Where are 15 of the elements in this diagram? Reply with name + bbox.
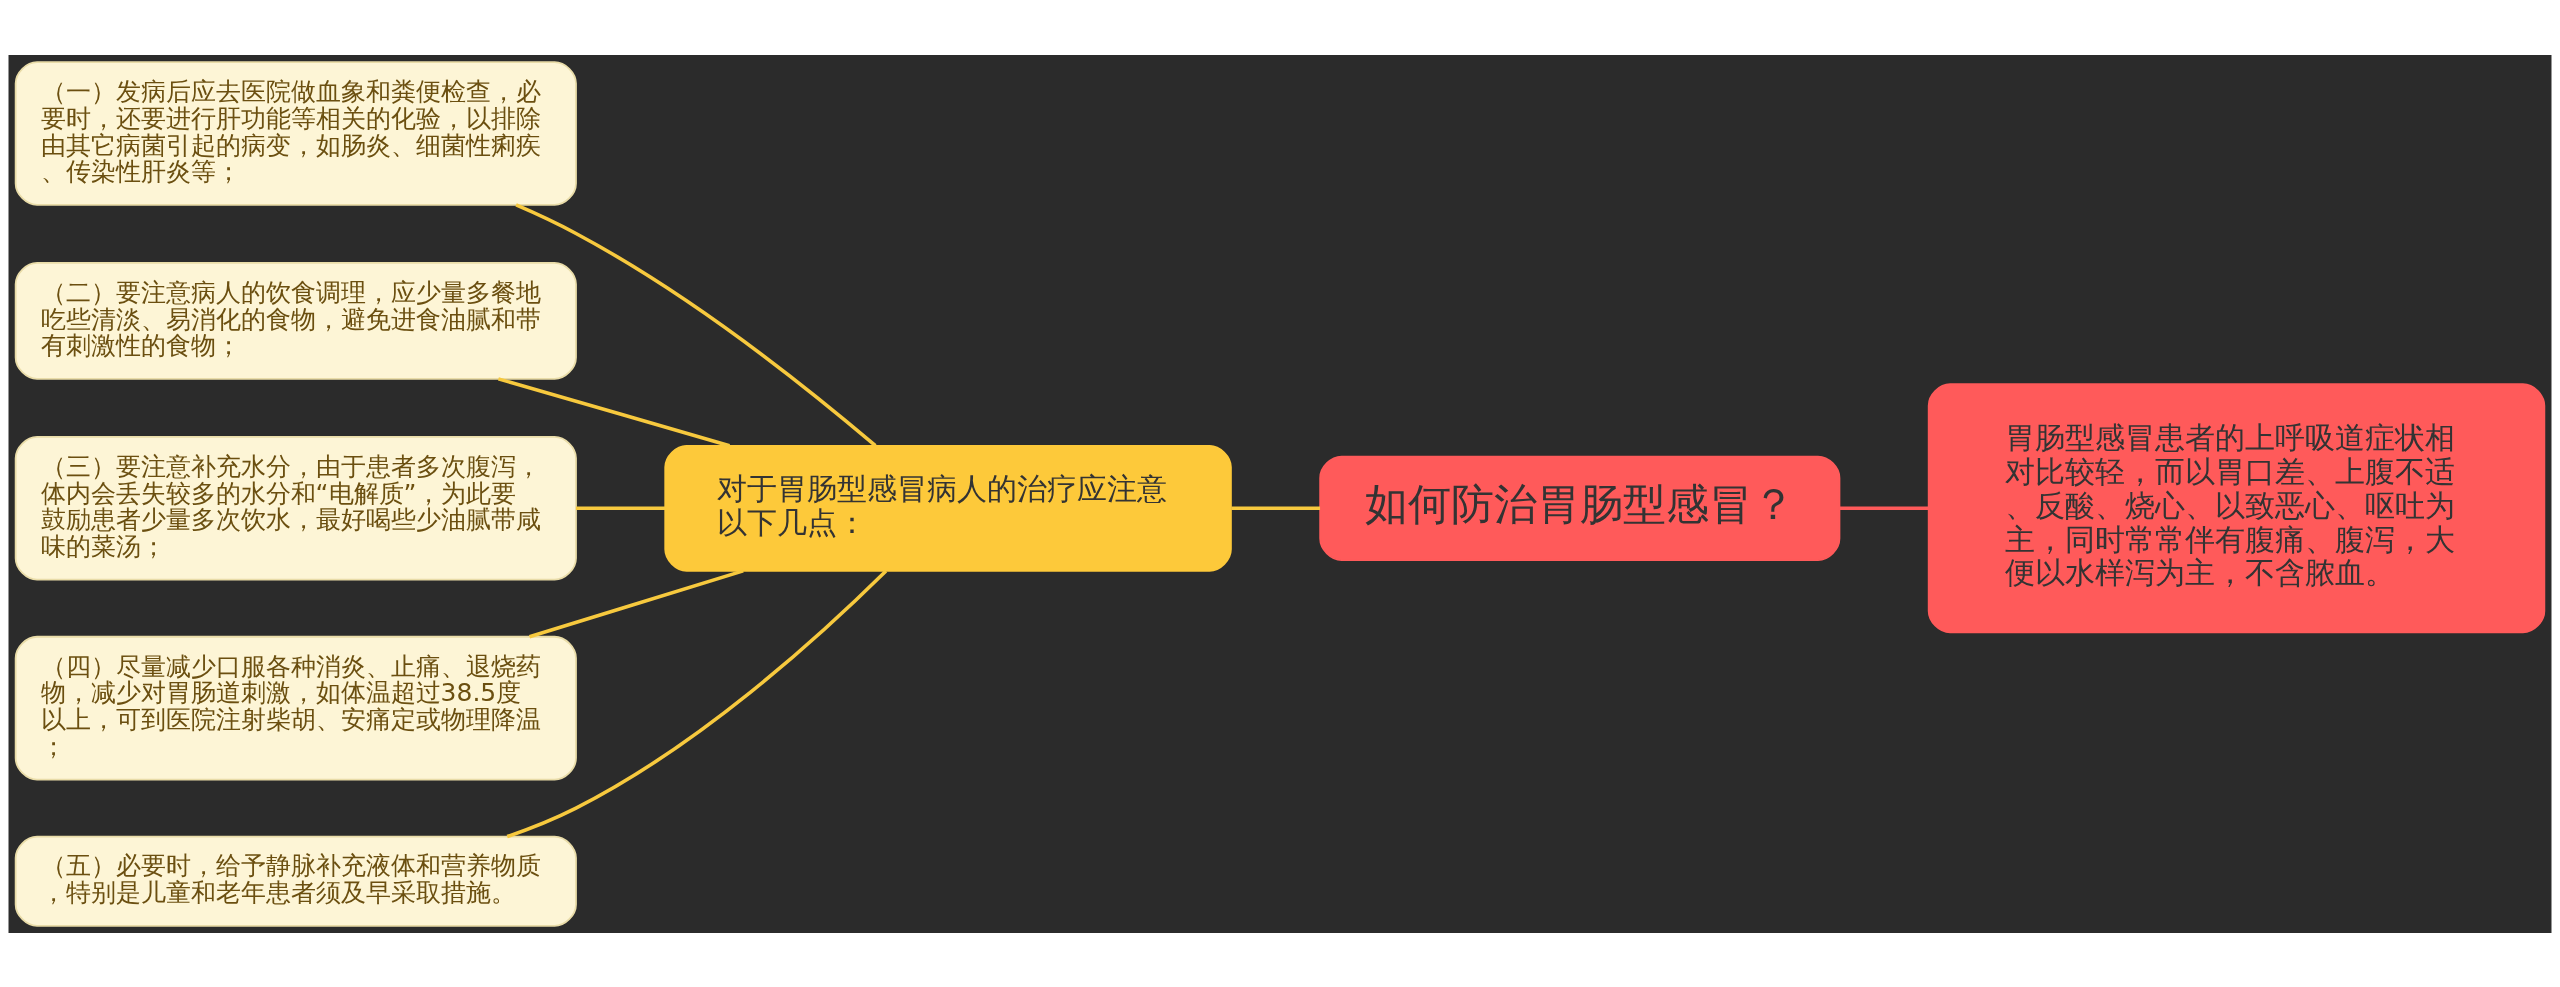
node-box: （一）发病后应去医院做血象和粪便检查，必要时，还要进行肝功能等相关的化验，以排除由其它病菌引起的病变，如肠炎、细菌性痢疾、传染性肝炎等； [14,60,577,206]
connector [515,202,877,447]
connector [506,569,888,838]
connector [1231,506,1321,510]
node-box: 如何防治胃肠型感冒？ [1319,455,1841,561]
connector [1839,506,1929,510]
node-box: 胃肠型感冒患者的上呼吸道症状相对比较轻，而以胃口差、上腹不适、反酸、烧心、以致恶心、呕吐为主，同时常常伴有腹痛、腹泻，大便以水样泻为主，不含脓血。 [1927,382,2546,633]
connector [529,568,744,638]
node-box: （三）要注意补充水分，由于患者多次腹泻，体内会丢失较多的水分和“电解质”，为此要鼓励患者少量多次饮水，最好喝些少油腻带咸味的菜汤； [14,435,577,581]
node-box: （四）尽量减少口服各种消炎、止痛、退烧药物，减少对胃肠道刺激，如体温超过38.5度以上，可到医院注射柴胡、安痛定或物理降温； [14,635,577,780]
connector [497,376,731,447]
connector [576,506,666,510]
node-box: （五）必要时，给予静脉补充液体和营养物质，特别是儿童和老年患者须及早采取措施。 [14,835,577,927]
node-box: 对于胃肠型感冒病人的治疗应注意以下几点： [664,444,1232,572]
node-box: （二）要注意病人的饮食调理，应少量多餐地吃些清淡、易消化的食物，避免进食油腻和带有刺激性的食物； [14,261,577,380]
